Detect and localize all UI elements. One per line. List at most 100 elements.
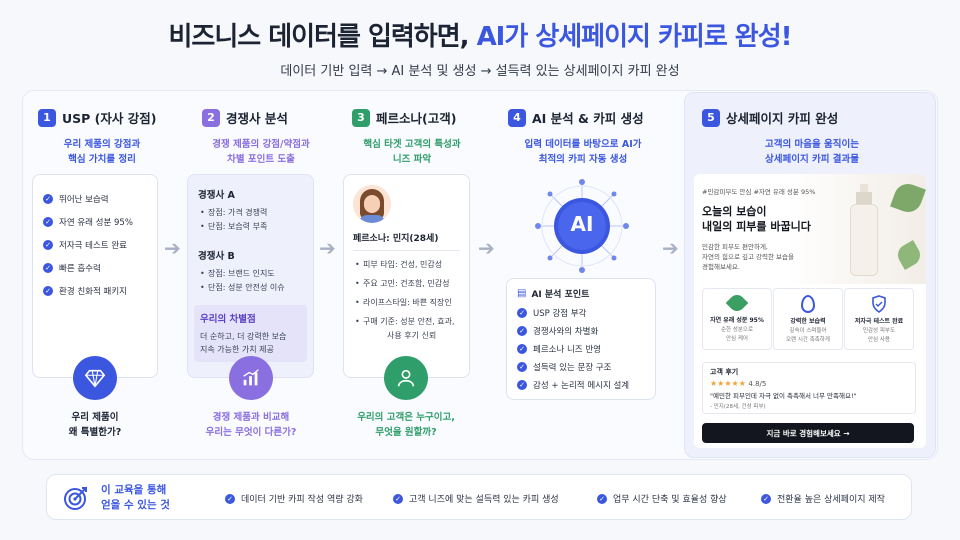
review-box: 고객 후기 ★★★★★ 4.8/5 "예민한 피부인데 자극 없이 촉촉해서 너… bbox=[702, 362, 916, 414]
hashtags: #민감피부도 안심 #자연 유래 성분 95% bbox=[702, 188, 816, 196]
competitor-a-cons: 단점: 보습력 부족 bbox=[198, 220, 303, 234]
differentiator-line: 지속 가능한 가치 제공 bbox=[200, 345, 274, 354]
check-icon: ✓ bbox=[517, 308, 527, 318]
persona-details: 피부 타입: 건성, 민감성 주요 고민: 건조함, 민감성 라이프스타일: 바… bbox=[353, 250, 460, 343]
title-prefix: 비즈니스 데이터를 입력하면, bbox=[168, 22, 477, 52]
competitor-a-pros: 장점: 가격 경쟁력 bbox=[198, 206, 303, 220]
step-number: 5 bbox=[702, 108, 720, 127]
competitor-b-pros: 장점: 브랜드 인지도 bbox=[198, 267, 303, 281]
competitor-analysis: 경쟁사 A 장점: 가격 경쟁력 단점: 보습력 부족 경쟁사 B 장점: 브랜… bbox=[187, 174, 314, 378]
review-title: 고객 후기 bbox=[710, 368, 739, 376]
check-icon: ✓ bbox=[43, 262, 53, 273]
competitor-a-name: 경쟁사 A bbox=[198, 190, 235, 201]
product-bottle-icon bbox=[844, 184, 894, 280]
shield-icon bbox=[872, 295, 886, 313]
step-title: USP (자사 강점) bbox=[62, 111, 157, 126]
persona-item: 피부 타입: 건성, 민감성 bbox=[353, 255, 460, 274]
list-item: ✓경쟁사와의 차별화 bbox=[517, 322, 645, 340]
title-accent: AI가 상세페이지 카피로 완성! bbox=[476, 22, 793, 52]
step-question: 우리의 고객은 누구이고,무엇을 원할까? bbox=[357, 412, 455, 438]
ai-label: AI bbox=[570, 212, 594, 236]
chart-icon bbox=[229, 356, 273, 400]
persona-item: 라이프스타일: 바쁜 직장인 bbox=[353, 293, 460, 312]
differentiator-box: 우리의 차별점 더 순하고, 더 강력한 보습 지속 가능한 가치 제공 bbox=[194, 305, 307, 362]
check-icon: ✓ bbox=[43, 285, 53, 296]
cta-button[interactable]: 지금 바로 경험해보세요 → bbox=[702, 423, 914, 443]
ai-network-icon bbox=[535, 179, 629, 273]
list-item: ✓설득력 있는 문장 구조 bbox=[517, 358, 645, 376]
list-item: ✓빠른 흡수력 bbox=[43, 256, 147, 279]
list-item: ✓뛰어난 보습력 bbox=[43, 187, 147, 210]
usp-list: ✓뛰어난 보습력 ✓자연 유래 성분 95% ✓저자극 테스트 완료 ✓빠른 흡… bbox=[32, 174, 158, 378]
step-title: 상세페이지 카피 완성 bbox=[726, 111, 839, 126]
benefit-item: ✓전환율 높은 상세페이지 제작 bbox=[761, 492, 885, 505]
reviewer: - 민지(28세, 건성 피부) bbox=[710, 404, 766, 410]
check-icon: ✓ bbox=[517, 362, 527, 372]
benefit-item: ✓고객 니즈에 맞는 설득력 있는 카피 생성 bbox=[393, 492, 559, 505]
ai-points-header: ▤AI 분석 포인트 bbox=[517, 288, 590, 300]
persona-card: 페르소나: 민지(28세) 피부 타입: 건성, 민감성 주요 고민: 건조함,… bbox=[343, 174, 470, 378]
list-item: ✓감성 + 논리적 메시지 설계 bbox=[517, 376, 645, 394]
step-number: 1 bbox=[38, 108, 56, 127]
benefit-item: ✓업무 시간 단축 및 효율성 향상 bbox=[597, 492, 727, 505]
list-item: ✓저자극 테스트 완료 bbox=[43, 233, 147, 256]
page-title: 비즈니스 데이터를 입력하면, AI가 상세페이지 카피로 완성! bbox=[0, 16, 960, 53]
page-subtitle: 데이터 기반 입력 → AI 분석 및 생성 → 설득력 있는 상세페이지 카피… bbox=[280, 64, 680, 79]
check-icon: ✓ bbox=[43, 239, 53, 250]
star-rating-icon: ★★★★★ bbox=[710, 379, 746, 388]
competitor-b-cons: 단점: 성분 안전성 이슈 bbox=[198, 281, 303, 295]
persona-item: 구매 기준: 성분 안전, 효과, bbox=[353, 315, 460, 329]
check-icon: ✓ bbox=[597, 493, 607, 504]
step-title: 페르소나(고객) bbox=[376, 111, 457, 126]
ai-points: ▤AI 분석 포인트 ✓USP 강점 부각 ✓경쟁사와의 차별화 ✓페르소나 니… bbox=[506, 278, 656, 400]
user-icon bbox=[384, 356, 428, 400]
list-item: ✓USP 강점 부각 bbox=[517, 304, 645, 322]
document-icon: ▤ bbox=[517, 288, 527, 299]
list-item: ✓환경 친화적 패키지 bbox=[43, 279, 147, 302]
differentiator-line: 더 순하고, 더 강력한 보습 bbox=[200, 332, 287, 341]
review-text: "예민한 피부인데 자극 없이 촉촉해서 너무 만족해요!" bbox=[710, 392, 857, 400]
arrow-right-icon: ➔ bbox=[478, 236, 495, 260]
check-icon: ✓ bbox=[43, 216, 53, 227]
list-item: ✓자연 유래 성분 95% bbox=[43, 210, 147, 233]
check-icon: ✓ bbox=[517, 344, 527, 354]
competitor-b-name: 경쟁사 B bbox=[198, 251, 235, 262]
rating-value: 4.8/5 bbox=[748, 380, 767, 388]
check-icon: ✓ bbox=[393, 493, 403, 504]
step-number: 4 bbox=[508, 108, 526, 127]
check-icon: ✓ bbox=[225, 493, 235, 504]
check-icon: ✓ bbox=[517, 326, 527, 336]
arrow-right-icon: ➔ bbox=[662, 236, 679, 260]
target-icon bbox=[64, 487, 87, 510]
step-number: 2 bbox=[202, 108, 220, 127]
step-title: AI 분석 & 카피 생성 bbox=[532, 111, 644, 126]
step-number: 3 bbox=[352, 108, 370, 127]
check-icon: ✓ bbox=[761, 493, 771, 504]
persona-avatar bbox=[353, 185, 391, 223]
leaf-icon bbox=[725, 291, 749, 315]
check-icon: ✓ bbox=[43, 193, 53, 204]
persona-name: 페르소나: 민지(28세) bbox=[353, 234, 439, 244]
arrow-right-icon: ➔ bbox=[164, 236, 181, 260]
persona-item: 주요 고민: 건조함, 민감성 bbox=[353, 274, 460, 293]
differentiator-title: 우리의 차별점 bbox=[200, 314, 256, 325]
